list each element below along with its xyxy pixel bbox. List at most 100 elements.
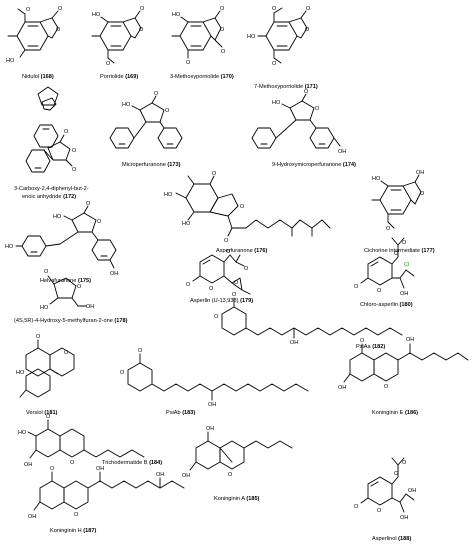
atom-o: O [165, 108, 170, 114]
atom-o: O [214, 314, 219, 320]
compound-175-structure [15, 205, 117, 269]
compound-176-label: Asperfuranone (176) [216, 248, 267, 254]
compound-172-label-line2: enoic anhydride (172) [22, 194, 76, 200]
atom-o: O [402, 240, 407, 246]
atom-o: O [228, 472, 233, 478]
compound-177-label: Cichorine intermediate (177) [364, 248, 435, 254]
atom-ho: HO [40, 305, 49, 311]
compound-183-label: PsiAb (183) [166, 410, 195, 416]
atom-ho: HO [5, 244, 14, 250]
atom-oh: OH [24, 462, 32, 468]
atom-ho: HO [172, 12, 181, 18]
atom-ho: HO [182, 221, 191, 227]
compound-185-structure [189, 431, 293, 471]
compound-176-structure [175, 175, 331, 237]
compound-187-label: Koninginin H (187) [50, 528, 96, 534]
atom-oh: OH [208, 402, 216, 408]
compound-182-structure [221, 297, 403, 339]
atom-o: O [272, 6, 277, 12]
atom-o: O [394, 471, 399, 477]
atom-oh: OH [28, 514, 36, 520]
atom-ho: HO [164, 192, 173, 198]
compound-188-label: Asperlinol (188) [372, 536, 411, 542]
atom-oh: OH [408, 488, 416, 494]
compound-180-label: Chloro-asperlin (180) [360, 302, 413, 308]
atom-o: O [50, 466, 55, 472]
compound-170-structure [171, 10, 223, 59]
atom-chlorine: Cl [404, 262, 409, 268]
atom-o: O [221, 49, 226, 55]
compound-181-structure [19, 339, 75, 398]
atom-o: O [386, 226, 391, 232]
compound-171-structure [257, 7, 308, 64]
atom-o: O [44, 269, 49, 275]
atom-o: O [220, 6, 225, 12]
compound-184-structure [27, 419, 145, 459]
atom-o: O [139, 27, 144, 33]
atom-oh: OH [406, 337, 414, 343]
compound-181-label: Versiol (181) [26, 410, 58, 416]
atom-o: O [354, 284, 359, 290]
atom-ho: HO [6, 58, 15, 64]
compound-179-structure [192, 254, 251, 295]
compound-186-structure [343, 343, 469, 383]
atom-oh: OH [86, 304, 94, 310]
compound-171-label: 7-Methoxyporriolide (171) [254, 84, 318, 90]
atom-ho: HO [372, 176, 381, 182]
atom-o: O [106, 61, 111, 67]
compound-178-structure [47, 275, 87, 307]
compound-177-structure [371, 174, 422, 229]
compound-187-structure [33, 471, 185, 511]
atom-o: O [305, 27, 310, 33]
atom-o: O [86, 201, 91, 207]
atom-ho: HO [53, 214, 62, 220]
atom-o: O [232, 292, 237, 298]
atom-o: O [56, 27, 61, 33]
atom-oh: OH [290, 340, 298, 346]
atom-ho: HO [16, 370, 25, 376]
atom-o: O [244, 266, 249, 272]
compound-174-label: 9-Hydroxymicroperfuranone (174) [272, 162, 356, 168]
atom-o: O [36, 334, 41, 340]
compound-183-structure [127, 353, 309, 401]
compound-168-structure [7, 8, 59, 58]
atom-o: O [354, 504, 359, 510]
compound-172-label-line1: 3-Carboxy-2,4-diphenyl-but-2- [14, 186, 89, 192]
atom-oh: OH [338, 385, 346, 391]
compound-169-structure [91, 10, 142, 64]
atom-o: O [186, 282, 191, 288]
atom-oh: OH [400, 291, 408, 297]
atom-o: O [72, 148, 77, 154]
atom-o: O [226, 249, 231, 255]
compound-178-label: (4S,5R)-4-Hydroxy-5-methylfuran-2-one (1… [14, 318, 128, 324]
atom-oh: OH [206, 426, 214, 432]
compound-168-label: Nidulol (168) [22, 74, 54, 80]
compound-185-label: Koninginin A (185) [214, 496, 260, 502]
atom-o: O [304, 89, 309, 95]
atom-o: O [186, 60, 191, 66]
compound-172-structure [25, 86, 73, 173]
compound-170-label: 3-Methoxyporriolide (170) [170, 74, 234, 80]
atom-ho: HO [247, 34, 256, 40]
atom-o: O [97, 219, 102, 225]
compound-180-structure [360, 237, 415, 289]
atom-o: O [58, 6, 63, 12]
atom-o: O [140, 6, 145, 12]
atom-o: O [120, 370, 125, 376]
compound-173-structure [109, 95, 183, 149]
atom-o: O [64, 350, 69, 356]
compound-182-label: PsiAa (182) [356, 344, 385, 350]
atom-o: O [394, 251, 399, 257]
atom-o: O [74, 512, 79, 518]
compound-184-label: Trichodermatide B (184) [102, 460, 162, 466]
atom-o: O [72, 167, 77, 173]
atom-o: O [360, 338, 365, 344]
atom-o: O [70, 460, 75, 466]
atom-o: O [154, 91, 159, 97]
atom-oh: OH [110, 271, 118, 277]
atom-o: O [138, 348, 143, 354]
atom-o: O [209, 286, 214, 292]
compound-175-label: Helvafuranone (175) [40, 278, 91, 284]
